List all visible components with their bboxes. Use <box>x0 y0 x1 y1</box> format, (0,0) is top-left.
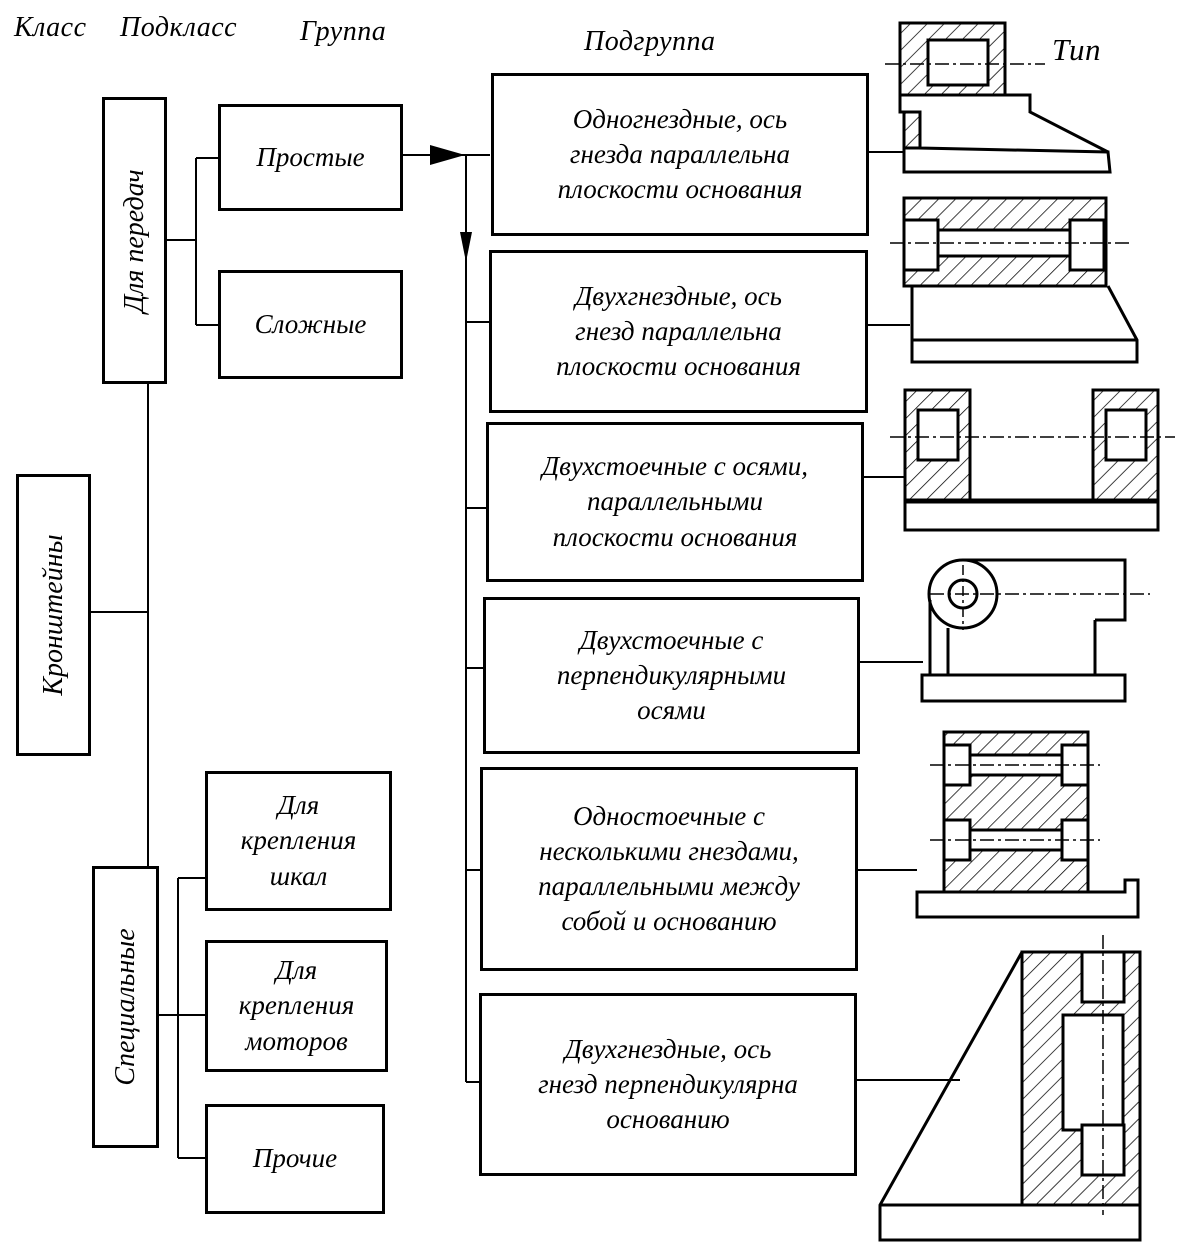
subgroup-box-two-post-parallel: Двухстоечные с осями, параллельными плос… <box>486 422 864 582</box>
subclass-box-special: Специальные <box>92 866 159 1148</box>
header-subclass: Подкласс <box>120 12 238 43</box>
header-type: Тип <box>1052 32 1101 67</box>
header-subgroup: Подгруппа <box>584 26 716 57</box>
group-box-simple: Простые <box>218 104 403 211</box>
two-post-perpendicular-axes-drawing-icon <box>920 558 1150 703</box>
subgroup-box-single-socket: Одногнездные, ось гнезда параллельна пло… <box>491 73 869 236</box>
subgroup-box-double-socket: Двухгнездные, ось гнезд параллельна плос… <box>489 250 868 413</box>
subgroup-box-two-post-perpendicular: Двухстоечные с перпендикулярными осями <box>483 597 860 754</box>
subclass-box-transmissions: Для передач <box>102 97 167 384</box>
header-group: Группа <box>300 16 387 47</box>
group-box-other: Прочие <box>205 1104 385 1214</box>
single-socket-bracket-drawing-icon <box>885 21 1112 174</box>
subgroup-box-perpendicular-socket: Двухгнездные, ось гнезд перпендикулярна … <box>479 993 857 1176</box>
double-socket-bracket-drawing-icon <box>890 196 1139 364</box>
single-post-multi-socket-drawing-icon <box>915 730 1140 919</box>
group-box-motors: Для крепления моторов <box>205 940 388 1072</box>
header-class: Класс <box>14 12 87 43</box>
perpendicular-socket-bracket-drawing-icon <box>878 935 1142 1242</box>
subgroup-box-single-post-multi: Одностоечные с несколькими гнездами, пар… <box>480 767 858 971</box>
two-post-parallel-axes-drawing-icon <box>890 388 1175 532</box>
group-box-complex: Сложные <box>218 270 403 379</box>
class-box-brackets: Кронштейны <box>16 474 91 756</box>
group-box-scales: Для крепления шкал <box>205 771 392 911</box>
